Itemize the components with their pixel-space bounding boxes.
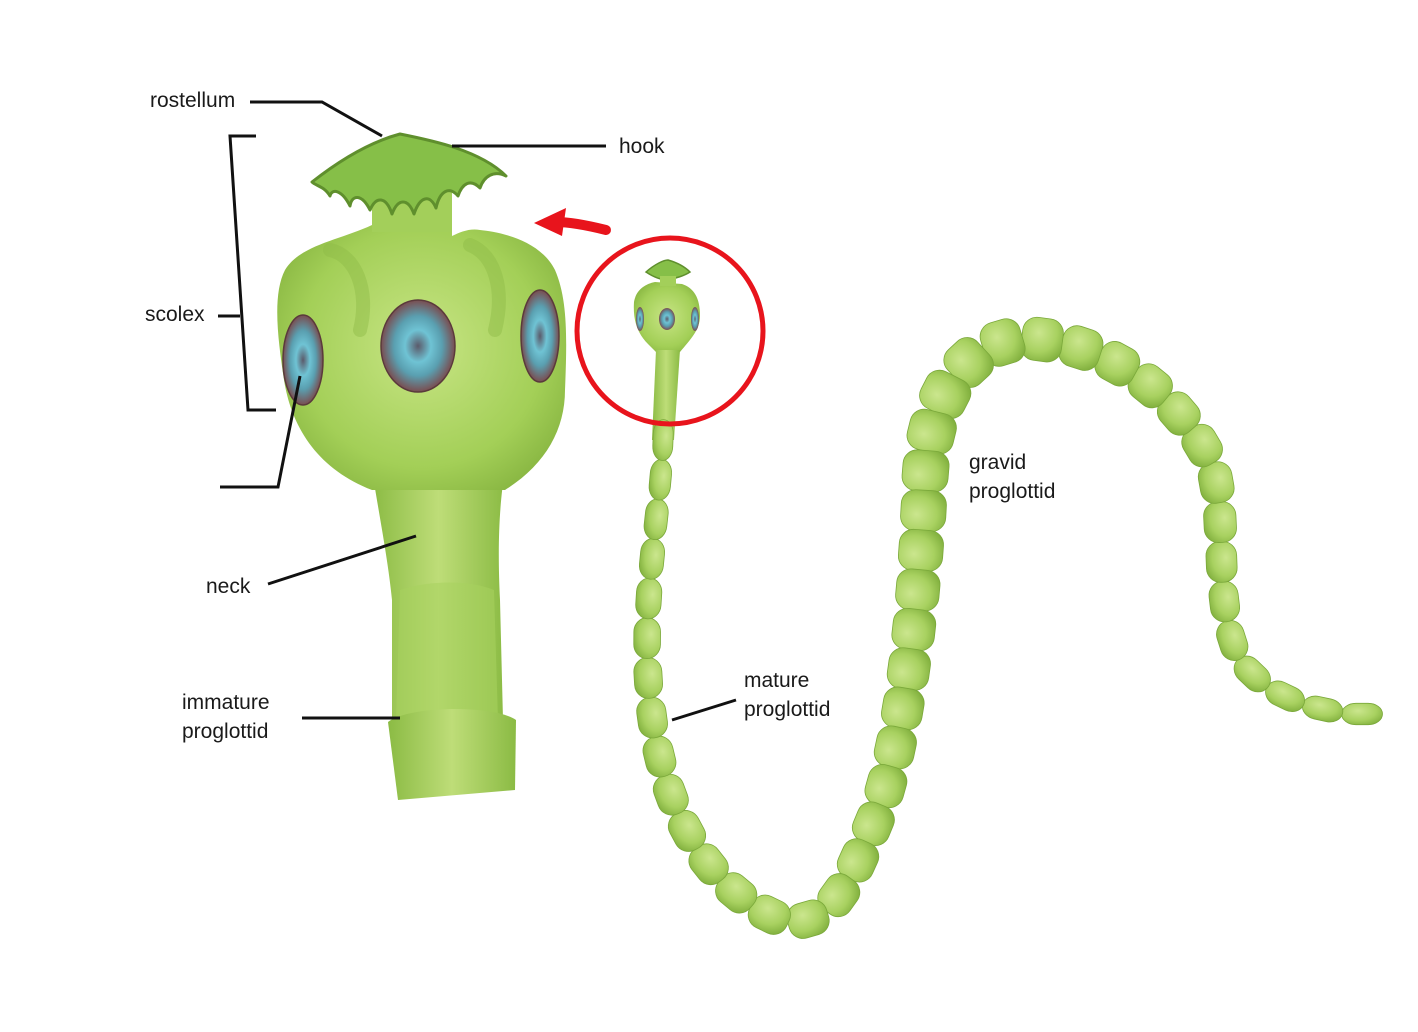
proglottid-segment <box>648 458 672 501</box>
proglottid-segment <box>1208 580 1241 623</box>
scolex-bracket <box>228 134 276 412</box>
small-sucker-center <box>659 308 675 330</box>
label-neck: neck <box>206 572 250 601</box>
label-immature-line2: proglottid <box>182 720 269 743</box>
proglottid-segment <box>633 617 661 659</box>
proglottid-segment <box>786 899 830 939</box>
zoom-circle-icon <box>574 235 766 427</box>
small-neck <box>652 350 680 440</box>
rostellum-leader <box>250 100 383 138</box>
proglottid-segment <box>1341 702 1383 726</box>
label-rostellum-text: rostellum <box>150 89 236 112</box>
proglottid-segment <box>638 538 666 580</box>
proglottid-segment <box>635 577 663 620</box>
sucker-right <box>520 289 560 383</box>
label-immature-proglottid: immature proglottid <box>182 688 270 746</box>
label-immature-line1: immature <box>182 691 270 714</box>
proglottid-segment <box>636 696 668 739</box>
whole-tapeworm <box>633 259 1383 939</box>
proglottid-segment <box>1020 316 1064 363</box>
leader-lines <box>218 100 737 722</box>
label-mature-line2: proglottid <box>744 698 831 721</box>
proglottid-segment <box>633 657 663 699</box>
label-mature-line1: mature <box>744 669 810 692</box>
proglottid-segment <box>642 735 677 778</box>
proglottid-segment <box>1205 540 1238 583</box>
proglottid-segment <box>652 419 674 461</box>
proglottid-chain <box>633 316 1383 939</box>
small-rostellum-stalk <box>660 276 676 286</box>
proglottid-segment <box>873 725 917 770</box>
sucker-left <box>282 314 324 406</box>
proglottid-segment <box>643 498 669 541</box>
label-mature-proglottid: mature proglottid <box>744 666 830 724</box>
label-hook: hook <box>619 132 665 161</box>
label-gravid-line1: gravid <box>969 451 1027 474</box>
proglottid-segment <box>891 607 937 652</box>
proglottid-segment <box>1203 501 1237 543</box>
proglottid-segment <box>1302 695 1344 723</box>
sucker-center <box>380 299 456 393</box>
proglottid-segment <box>886 647 931 691</box>
proglottid-segment <box>895 568 941 612</box>
pointer-arrow-icon <box>534 208 611 236</box>
scolex-shoulder-shading <box>323 238 506 337</box>
label-neck-text: neck <box>206 575 251 598</box>
immature-segment-bottom <box>388 708 516 800</box>
label-gravid-proglottid: gravid proglottid <box>969 448 1055 506</box>
proglottid-segment <box>897 528 944 572</box>
proglottid-segment <box>901 449 950 493</box>
enlarged-scolex <box>277 132 567 800</box>
label-gravid-line2: proglottid <box>969 480 1056 503</box>
mature-leader <box>671 698 737 722</box>
label-rostellum: rostellum <box>150 86 235 115</box>
small-sucker-right <box>691 307 699 331</box>
sucker-leader <box>220 375 302 489</box>
immature-proglottid-shape <box>396 582 498 720</box>
small-sucker-left <box>636 307 644 331</box>
label-hook-text: hook <box>619 135 665 158</box>
proglottid-segment <box>881 686 925 731</box>
proglottid-segment <box>900 489 947 532</box>
label-scolex-text: scolex <box>145 303 205 326</box>
neck-leader <box>267 534 417 586</box>
label-scolex: scolex <box>145 300 205 329</box>
